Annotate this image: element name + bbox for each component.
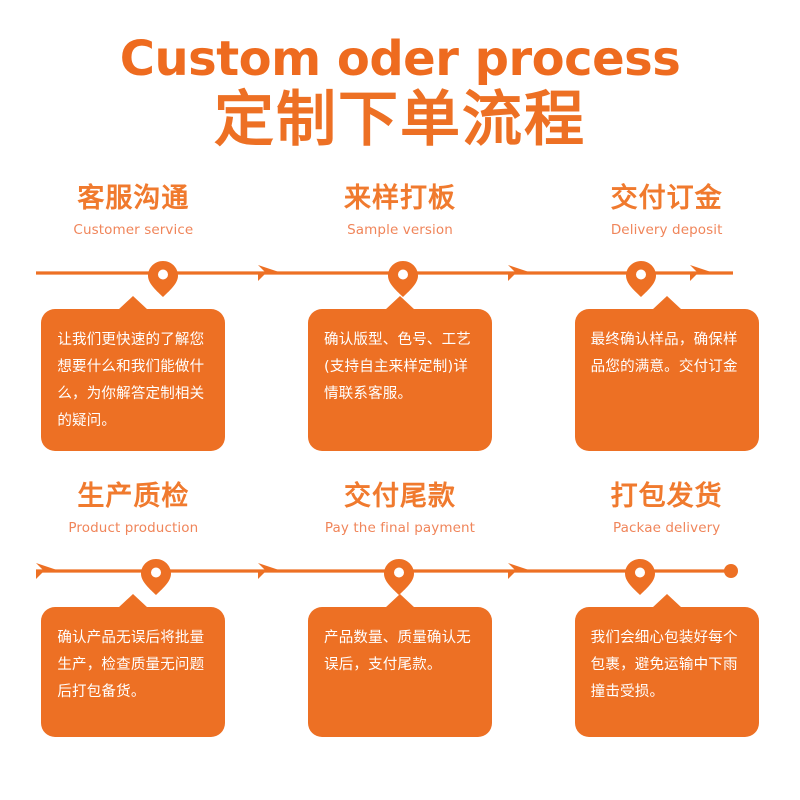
step-card-text-6: 我们会细心包装好每个包裹，避免运输中下雨撞击受损。 <box>590 630 738 701</box>
card-tail-3 <box>651 296 682 311</box>
step-header-1: 客服沟通 Customer service <box>0 179 267 257</box>
timeline-arrow-icon-start <box>36 563 60 580</box>
card-tail-5 <box>385 594 415 609</box>
step-title-en-4: Product production <box>68 519 199 536</box>
card-cell-3: 最终确认样品，确保样品您的满意。交付订金 <box>533 296 800 451</box>
step-header-5: 交付尾款 Pay the final payment <box>267 477 534 555</box>
step-title-en-2: Sample version <box>347 221 453 238</box>
step-title-cn-1: 客服沟通 <box>77 183 190 215</box>
step-header-6: 打包发货 Packae delivery <box>533 477 800 555</box>
step-card-text-2: 确认版型、色号、工艺(支持自主来样定制)详情联系客服。 <box>324 332 471 403</box>
timeline-row-2 <box>0 555 800 596</box>
step-title-en-3: Delivery deposit <box>610 221 723 238</box>
step-title-en-5: Pay the final payment <box>324 519 476 536</box>
map-pin-icon-5 <box>384 559 414 596</box>
step-card-text-1: 让我们更快速的了解您想要什么和我们能做什么，为你解答定制相关的疑问。 <box>57 332 205 429</box>
card-cell-2: 确认版型、色号、工艺(支持自主来样定制)详情联系客服。 <box>267 296 534 451</box>
card-tail-2 <box>385 296 415 311</box>
card-tail-6 <box>651 594 682 609</box>
map-pin-icon-4 <box>141 559 171 596</box>
timeline-row-1 <box>0 257 800 298</box>
map-pin-icon-1 <box>148 261 178 298</box>
card-cell-6: 我们会细心包装好每个包裹，避免运输中下雨撞击受损。 <box>533 594 800 738</box>
step-card-text-3: 最终确认样品，确保样品您的满意。交付订金 <box>590 332 738 376</box>
timeline-arrow-icon-4 <box>258 563 282 580</box>
step-card-6: 我们会细心包装好每个包裹，避免运输中下雨撞击受损。 <box>574 594 759 738</box>
step-title-cn-3: 交付订金 <box>610 183 723 215</box>
step-title-cn-5: 交付尾款 <box>344 481 456 513</box>
step-title-cn-2: 来样打板 <box>344 183 456 215</box>
card-cell-1: 让我们更快速的了解您想要什么和我们能做什么，为你解答定制相关的疑问。 <box>0 296 267 451</box>
step-title-en-6: Packae delivery <box>612 519 721 536</box>
timeline-graphic-1 <box>36 261 733 298</box>
step-card-1: 让我们更快速的了解您想要什么和我们能做什么，为你解答定制相关的疑问。 <box>41 296 226 451</box>
card-cell-4: 确认产品无误后将批量生产，检查质量无问题后打包备货。 <box>0 594 267 738</box>
step-card-4: 确认产品无误后将批量生产，检查质量无问题后打包备货。 <box>41 594 226 738</box>
card-tail-4 <box>118 594 149 609</box>
map-pin-icon-2 <box>388 261 418 298</box>
step-title-cn-4: 生产质检 <box>77 481 190 513</box>
row-1-headers: 客服沟通 Customer service 来样打板 Sample versio… <box>0 179 800 257</box>
row-1-cards: 让我们更快速的了解您想要什么和我们能做什么，为你解答定制相关的疑问。 确认版型、… <box>0 296 800 451</box>
step-title-en-1: Customer service <box>73 221 194 238</box>
row-2-cards: 确认产品无误后将批量生产，检查质量无问题后打包备货。 产品数量、质量确认无误后，… <box>0 594 800 738</box>
process-row-1: 客服沟通 Customer service 来样打板 Sample versio… <box>0 179 800 459</box>
map-pin-icon-6 <box>625 559 655 596</box>
step-card-2: 确认版型、色号、工艺(支持自主来样定制)详情联系客服。 <box>308 296 492 451</box>
card-cell-5: 产品数量、质量确认无误后，支付尾款。 <box>267 594 534 738</box>
step-card-5: 产品数量、质量确认无误后，支付尾款。 <box>308 594 492 738</box>
step-header-4: 生产质检 Product production <box>0 477 267 555</box>
step-header-3: 交付订金 Delivery deposit <box>533 179 800 257</box>
page-title-chinese: 定制下单流程 <box>214 85 586 156</box>
timeline-arrow-icon-5 <box>508 563 532 580</box>
process-row-2: 生产质检 Product production 交付尾款 Pay the fin… <box>0 477 800 757</box>
title-block: Custom oder process 定制下单流程 <box>0 0 800 155</box>
map-pin-icon-3 <box>626 261 656 298</box>
timeline-arrow-icon-2 <box>508 265 532 282</box>
row-2-headers: 生产质检 Product production 交付尾款 Pay the fin… <box>0 477 800 555</box>
step-card-text-5: 产品数量、质量确认无误后，支付尾款。 <box>324 630 471 674</box>
timeline-arrow-icon-1 <box>258 265 282 282</box>
timeline-graphic-2 <box>36 559 738 596</box>
step-title-cn-6: 打包发货 <box>610 481 723 513</box>
timeline-arrow-icon-3 <box>690 265 714 282</box>
timeline-end-dot-icon <box>724 564 738 579</box>
page-title-english: Custom oder process <box>119 31 681 87</box>
card-tail-1 <box>118 296 149 311</box>
step-header-2: 来样打板 Sample version <box>267 179 534 257</box>
step-card-text-4: 确认产品无误后将批量生产，检查质量无问题后打包备货。 <box>57 630 205 701</box>
step-card-3: 最终确认样品，确保样品您的满意。交付订金 <box>574 296 759 451</box>
